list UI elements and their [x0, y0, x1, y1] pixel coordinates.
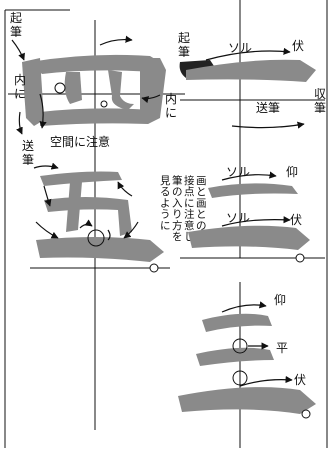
shi-left-vertical-stroke — [22, 58, 44, 126]
panel-go: 画と画との接点に注意し筆の入り方を見るように — [30, 162, 207, 273]
panel-san: 仰 平 伏 — [178, 282, 316, 448]
panel-ni: ソル 仰 ソル 伏 — [180, 164, 325, 263]
san-bottom-stroke — [178, 387, 316, 414]
go-note-column: 画と画との — [196, 175, 207, 232]
san-top-stroke — [202, 313, 272, 332]
label-hei: 平 — [276, 341, 288, 355]
go-note-column: 筆の入り方を — [172, 174, 183, 243]
label-sohitsu: 送筆 — [256, 100, 280, 115]
sohitsu-arrow — [231, 121, 305, 129]
san-middle-stroke — [196, 347, 274, 366]
inner-arrow-left — [39, 93, 47, 129]
go-bottom-stroke — [36, 237, 164, 262]
go-top-arrow — [33, 162, 59, 170]
label-fuku-san: 伏 — [294, 373, 306, 387]
label-sohitsu-left: 送 筆 — [22, 138, 38, 167]
label-kuukan-ni-chuui: 空間に注意 — [50, 134, 110, 149]
start-arrow — [99, 35, 133, 46]
shi-right-vertical-stroke — [140, 58, 166, 124]
san-center-circle-mid — [232, 338, 248, 354]
label-uchini-left: 内 に — [14, 73, 30, 101]
stroke-end-circle — [301, 409, 311, 419]
ni-top-stroke — [208, 183, 298, 198]
label-soru-top: ソル — [226, 165, 250, 179]
ni-bottom-stroke — [188, 225, 310, 250]
label-gyou: 仰 — [286, 164, 298, 179]
go-note-columns: 画と画との接点に注意し筆の入り方を見るように — [160, 174, 207, 243]
go-center-curve — [107, 229, 111, 241]
go-note-column: 見るように — [160, 175, 171, 232]
label-uchini-right: 内 に — [165, 92, 181, 120]
panel-shi: 起 筆 内 に 送 筆 内 に 空間に注意 — [8, 11, 185, 430]
label-soru: ソル — [228, 41, 252, 55]
go-top-stroke — [40, 171, 122, 186]
stroke-end-circle — [149, 263, 159, 273]
label-fuku-ni: 伏 — [290, 213, 302, 227]
shi-inner-left-stroke — [64, 72, 82, 104]
stroke-end-circle — [295, 253, 305, 263]
inner-arrow-right — [141, 94, 161, 104]
label-gyou-san: 仰 — [274, 292, 286, 307]
ichi-horizontal-stroke — [186, 59, 316, 82]
go-turn-arrow — [43, 185, 52, 207]
go-middle-stroke — [44, 197, 132, 236]
stroke-point-circle — [100, 100, 108, 108]
stroke-point-circle — [54, 82, 66, 94]
san-center-circle-low — [232, 370, 248, 386]
label-kihitsu-right: 起 筆 — [178, 31, 194, 59]
soru-arrow — [205, 47, 291, 61]
page-frame — [4, 0, 328, 448]
shi-top-horizontal-stroke — [30, 54, 160, 74]
san-top-arrow — [221, 301, 267, 313]
panel-ichi: 起 筆 ソル 伏 送筆 収 筆 — [178, 0, 330, 258]
label-soru-bottom: ソル — [226, 211, 250, 225]
go-right-low-arrow — [123, 221, 139, 239]
go-left-low-arrow — [35, 221, 59, 239]
kihitsu-arrow — [11, 39, 25, 61]
sohitsu-arrow — [16, 111, 23, 135]
label-kihitsu: 起 筆 — [10, 11, 26, 39]
shi-bottom-horizontal-stroke — [40, 108, 156, 126]
ni-bottom-arrow — [221, 216, 291, 227]
go-center-arrow — [79, 219, 93, 229]
junction-circle — [87, 229, 105, 247]
label-shuhitsu: 収 筆 — [314, 87, 330, 115]
shi-inner-right-stroke — [108, 70, 134, 110]
san-bottom-arrow — [239, 375, 293, 387]
label-fuku: 伏 — [292, 39, 304, 53]
go-right-arrow — [117, 181, 133, 197]
ni-top-arrow — [221, 171, 277, 181]
